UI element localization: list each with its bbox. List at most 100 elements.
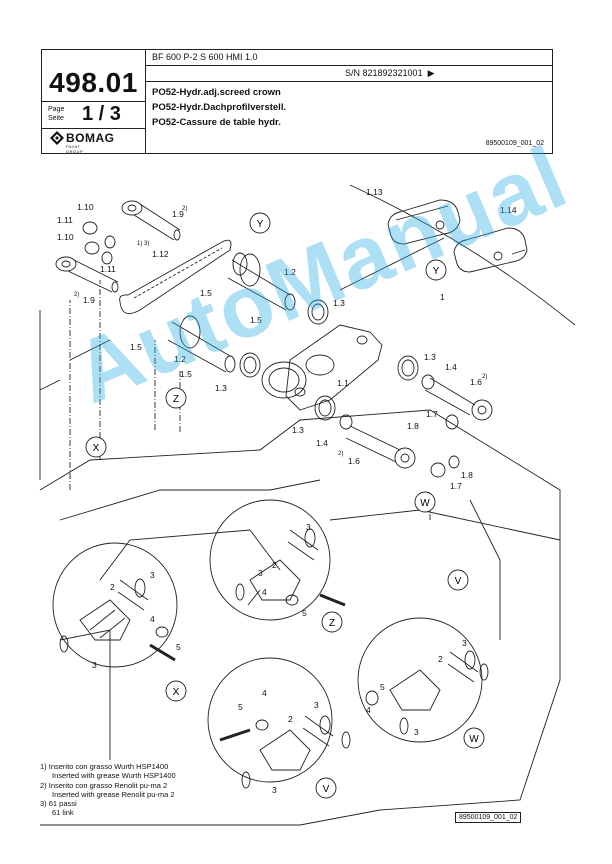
callout-1-7a: 1.7: [426, 409, 438, 419]
v-callout-5: 5: [238, 702, 243, 712]
callout-1-12: 1.12: [152, 249, 169, 259]
titles: PO52-Hydr.adj.screed crown PO52-Hydr.Dac…: [152, 85, 286, 130]
page-label-en: Page: [48, 106, 65, 113]
chain-loop-1-12: [119, 239, 232, 315]
v-callout-4: 4: [262, 688, 267, 698]
title-fr: PO52-Cassure de table hydr.: [152, 117, 281, 128]
label-z: Z: [329, 618, 335, 629]
callout-1-11a: 1.11: [57, 215, 73, 225]
part-callouts: 1.13 1.14 1 1.10 1.11 1.10 1.11 1.9 2) 2…: [57, 187, 517, 795]
bolt-1-6-lower: [345, 425, 416, 469]
callout-sup13: 1) 3): [137, 241, 149, 247]
serial-row: S/N 821892321001 ▶: [145, 65, 552, 82]
callout-1-10a: 1.10: [77, 202, 94, 212]
chain-link-1-13: [387, 199, 461, 245]
footnote-2-en: Inserted with grease Renolit pu-ma 2: [52, 789, 175, 799]
part-number-cell: 498.01 Page Seite 1 / 3 BOMAG FAYAT GROU…: [42, 50, 146, 154]
callout-1-5a: 1.5: [200, 288, 212, 298]
callout-1-14-top: 1.14: [500, 205, 517, 215]
callout-1-2-bottom: 1.2: [174, 354, 186, 364]
exploded-parts-drawing: Y Y Z X W V Z X W V 1.13 1.14 1 1.10 1.1…: [39, 184, 576, 826]
label-y-top: Y: [257, 219, 264, 230]
callout-1-9-top: 1.9: [172, 209, 184, 219]
footnotes: 1) Inserito con grasso Wurth HSP1400 Ins…: [40, 762, 176, 818]
description-cell: BF 600 P-2 S 600 HMI 1.0 S/N 82189232100…: [145, 50, 552, 153]
washer-1-10: [82, 221, 98, 235]
doc-reference: 89500109_001_02: [485, 140, 544, 147]
bomag-logo-icon: [50, 131, 64, 145]
detail-v-circle: [207, 657, 333, 783]
part-number: 498.01: [49, 67, 138, 98]
detail-x-circle: [52, 542, 178, 668]
callout-1-13: 1.13: [366, 187, 383, 197]
pin-1-9-bottom: [55, 256, 119, 293]
callout-1-8a: 1.8: [407, 421, 419, 431]
callout-1-3b: 1.3: [215, 383, 227, 393]
pin-1-9-top: [121, 200, 181, 241]
detail-labels: Y Y Z X W V Z X W V: [85, 212, 485, 799]
footnote-1-en: Inserted with grease Wurth HSP1400: [52, 771, 176, 781]
callout-1-9-bottom: 1.9: [83, 295, 95, 305]
washer-1-10b: [84, 241, 100, 255]
sprocket-shaft-1-2-top: [227, 252, 296, 311]
z-callout-3a: 3: [306, 522, 311, 532]
callout-1-4a: 1.4: [445, 362, 457, 372]
callout-1-4b: 1.4: [316, 438, 328, 448]
page-label-de: Seite: [48, 115, 64, 122]
z-callout-3b: 3: [258, 568, 263, 578]
title-block: 498.01 Page Seite 1 / 3 BOMAG FAYAT GROU…: [41, 49, 553, 154]
footnote-3-en: 61 link: [52, 808, 74, 818]
callout-1-11b: 1.11: [100, 264, 116, 274]
x-callout-3b: 3: [92, 660, 97, 670]
label-y: Y: [433, 266, 440, 277]
callout-sup2-bottom: 2): [74, 292, 79, 298]
brand-name: BOMAG: [66, 131, 115, 145]
page-number: 1 / 3: [82, 103, 121, 125]
callout-1-10b: 1.10: [57, 232, 74, 242]
callout-1-6a: 1.6: [470, 377, 482, 387]
label-w-top: W: [420, 498, 430, 509]
label-w: W: [469, 734, 479, 745]
callout-1-7b: 1.7: [450, 481, 462, 491]
v-callout-3a: 3: [314, 700, 319, 710]
callout-1-5c: 1.5: [130, 342, 142, 352]
callout-sup2-16a: 2): [482, 374, 487, 380]
detail-w-circle: [357, 617, 483, 743]
footnote-2-it: 2) Inserito con grasso Renolit pu-ma 2: [40, 780, 168, 790]
callout-1-1: 1.1: [337, 378, 349, 388]
callout-1-5d: 1.5: [180, 369, 192, 379]
w-callout-5: 5: [380, 682, 385, 692]
chain-link-1-14: [453, 227, 528, 273]
label-v: V: [323, 784, 330, 795]
detail-y-arc: [349, 184, 576, 326]
z-callout-5: 5: [302, 608, 307, 618]
callout-sup2-16b: 2): [338, 451, 343, 457]
footnote-1-it: 1) Inserito con grasso Wurth HSP1400: [40, 762, 169, 771]
callout-1: 1: [440, 292, 445, 302]
ring-1-11: [104, 235, 116, 249]
housing-1-1: [285, 324, 383, 411]
callout-1-5b: 1.5: [250, 315, 262, 325]
title-de: PO52-Hydr.Dachprofilverstell.: [152, 102, 287, 113]
bearing-1-3a: [307, 299, 329, 325]
footnote-3-it: 3) 61 passi: [40, 799, 77, 809]
title-en: PO52-Hydr.adj.screed crown: [152, 87, 281, 98]
serial-number: S/N 821892321001: [345, 68, 423, 78]
callout-1-3d: 1.3: [292, 425, 304, 435]
v-callout-2: 2: [288, 714, 293, 724]
play-arrow-icon: ▶: [427, 68, 435, 78]
model-text: BF 600 P-2 S 600 HMI 1.0: [152, 52, 258, 62]
bearing-1-3c: [397, 355, 419, 381]
callout-1-2-top: 1.2: [284, 267, 296, 277]
x-callout-3a: 3: [150, 570, 155, 580]
z-callout-2: 2: [272, 560, 277, 570]
x-callout-4: 4: [150, 614, 155, 624]
bolt-1-6-upper: [424, 377, 493, 421]
label-v-top: V: [455, 576, 462, 587]
x-callout-2: 2: [110, 582, 115, 592]
page-labels: Page Seite: [48, 105, 64, 123]
w-callout-4: 4: [366, 705, 371, 715]
drawing-reference: 89500109_001_02: [455, 812, 522, 823]
callout-1-6b: 1.6: [348, 456, 360, 466]
x-callout-5: 5: [176, 642, 181, 652]
